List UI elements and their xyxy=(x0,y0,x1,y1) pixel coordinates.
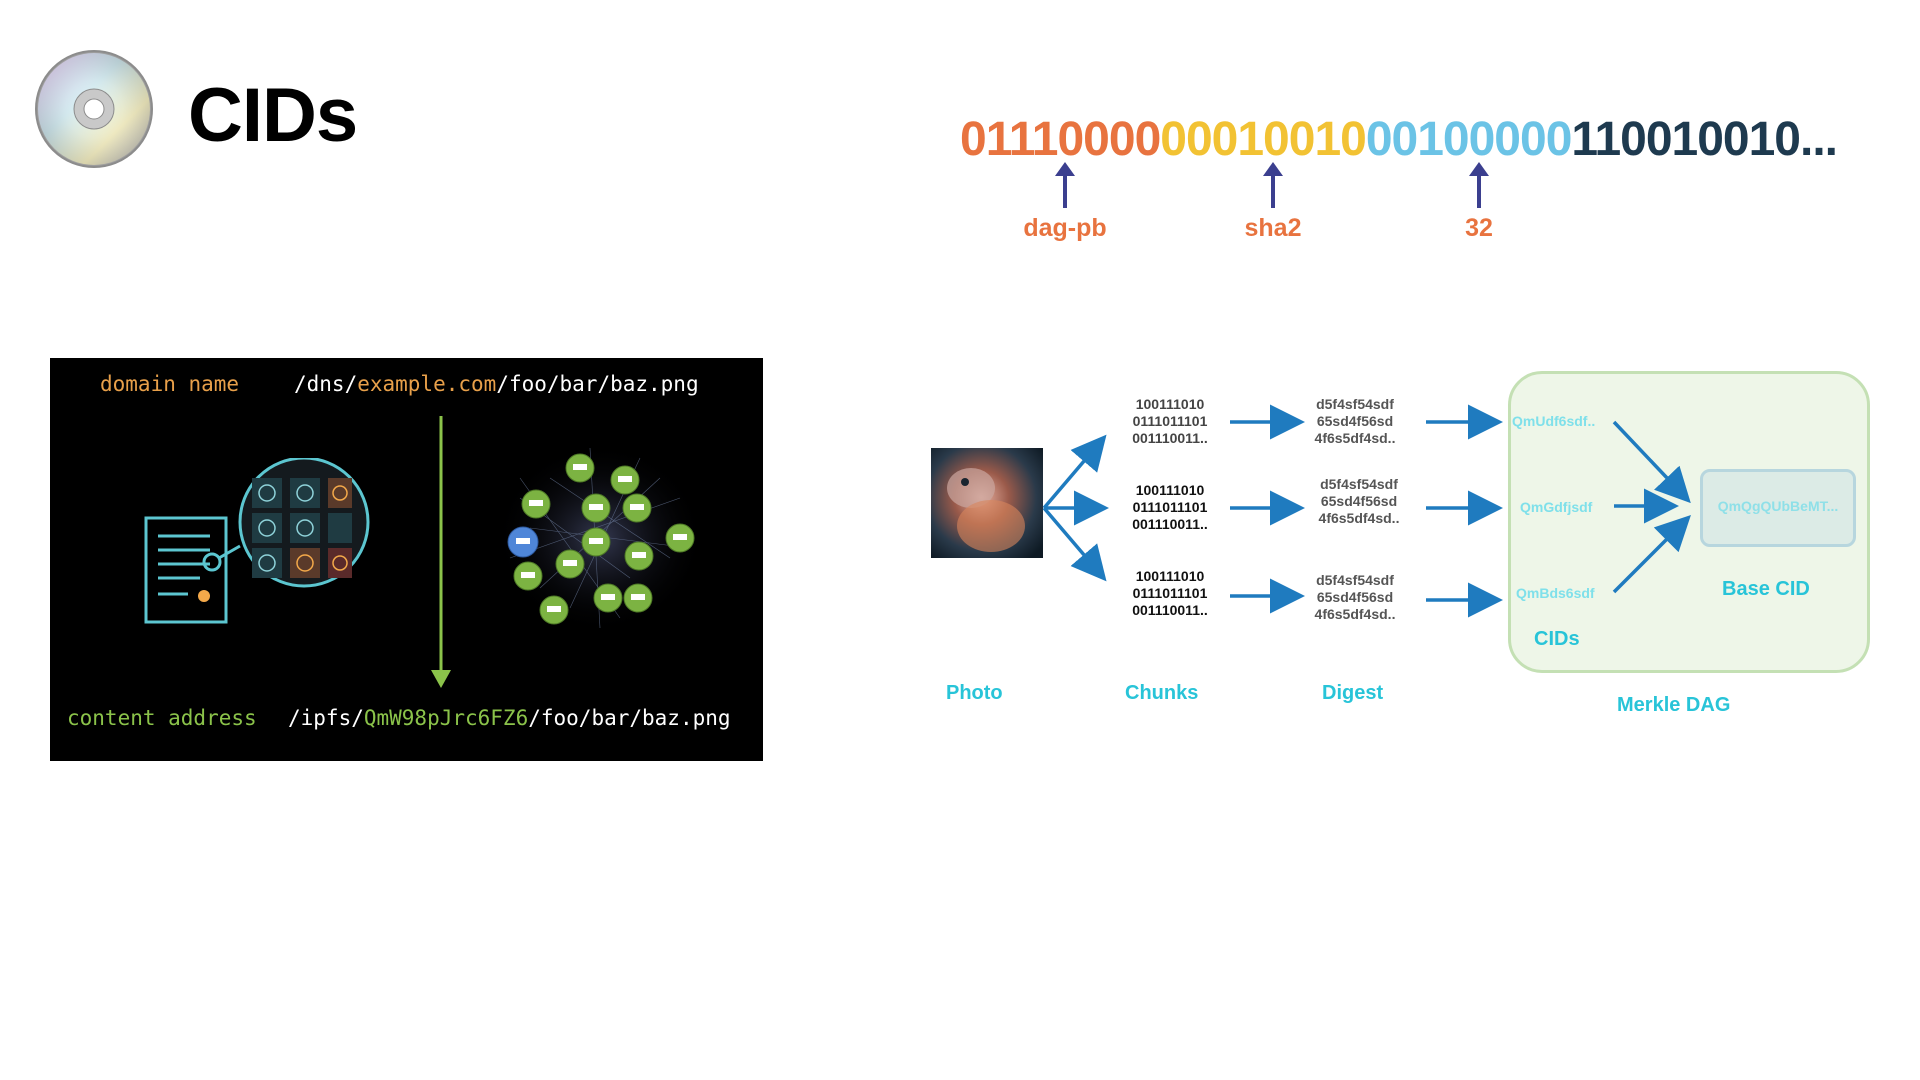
cids-label: CIDs xyxy=(1534,628,1580,650)
bits-digest: 110010010... xyxy=(1571,113,1838,166)
digest-2: d5f4sf54sdf 65sd4f56sd 4f6s5df4sd.. xyxy=(1304,476,1414,527)
digest-2-line-2: 65sd4f56sd xyxy=(1320,493,1398,509)
bits-hash-fn: 00010010 xyxy=(1160,113,1367,166)
cid-3: QmBds6sdf xyxy=(1516,585,1595,601)
base-cid-label: Base CID xyxy=(1722,578,1810,600)
cid-binary: 011100000001001000100000110010010... xyxy=(960,112,1838,167)
bits-length: 00100000 xyxy=(1365,113,1573,166)
domain-name-label: domain name xyxy=(100,372,240,396)
label-sha2: sha2 xyxy=(1244,214,1302,242)
content-path: /ipfs/QmW98pJrc6FZ6/foo/bar/baz.png xyxy=(288,706,731,730)
merkle-arrows xyxy=(1042,404,1503,618)
arrow-photo-chunk-3 xyxy=(1042,506,1107,582)
domain-host: example.com xyxy=(357,372,497,396)
base-cid-box xyxy=(1700,469,1856,547)
domain-path: /dns/example.com/foo/bar/baz.png xyxy=(294,372,699,396)
chunk-2: 100111010 0111011101 001110011.. xyxy=(1110,482,1230,533)
arrow-cid3-base xyxy=(1612,515,1691,594)
digest-2-line-3: 4f6s5df4sd.. xyxy=(1318,510,1400,526)
cid-to-base-arrows xyxy=(1612,420,1691,594)
label-dag-pb: dag-pb xyxy=(1023,214,1107,242)
chunk-2-line-2: 0111011101 xyxy=(1132,499,1208,515)
content-hash: QmW98pJrc6FZ6 xyxy=(363,706,529,730)
digest-1-line-1: d5f4sf54sdf xyxy=(1316,396,1394,412)
chunk-2-line-3: 001110011.. xyxy=(1132,516,1208,532)
chunk-1: 100111010 0111011101 001110011.. xyxy=(1110,396,1230,447)
chunk-2-line-1: 100111010 xyxy=(1135,482,1205,498)
network-graph-icon xyxy=(495,443,705,633)
addressing-panel: domain name /dns/example.com/foo/bar/baz… xyxy=(50,358,763,761)
bits-codec: 01110000 xyxy=(960,113,1161,166)
bit-arrows xyxy=(1055,162,1489,208)
chunk-3-line-3: 001110011.. xyxy=(1132,602,1208,618)
caption-chunks: Chunks xyxy=(1125,682,1199,704)
arrowhead-32 xyxy=(1469,162,1489,176)
arrowhead-sha2 xyxy=(1263,162,1283,176)
arrowhead-dag-pb xyxy=(1055,162,1075,176)
caption-photo: Photo xyxy=(946,682,1003,704)
cid-1: QmUdf6sdf.. xyxy=(1512,413,1596,429)
base-cid-value: QmQgQUbBeMT... xyxy=(1717,498,1839,514)
arrow-cid1-base xyxy=(1612,420,1691,504)
digest-3-line-1: d5f4sf54sdf xyxy=(1316,572,1394,588)
content-address-label: content address xyxy=(67,706,257,730)
digest-3: d5f4sf54sdf 65sd4f56sd 4f6s5df4sd.. xyxy=(1300,572,1410,623)
label-32: 32 xyxy=(1465,214,1493,242)
caption-digest: Digest xyxy=(1322,682,1384,704)
digest-3-line-2: 65sd4f56sd xyxy=(1316,589,1394,605)
optical-disc-icon xyxy=(35,50,153,168)
caption-merkle-dag: Merkle DAG xyxy=(1617,694,1731,716)
page-title: CIDs xyxy=(188,73,358,158)
arrow-photo-chunk-1 xyxy=(1042,434,1107,510)
content-path-suffix: /foo/bar/baz.png xyxy=(528,706,731,730)
chunk-3-line-2: 0111011101 xyxy=(1132,585,1208,601)
down-arrow xyxy=(431,416,451,688)
chunk-1-line-1: 100111010 xyxy=(1135,396,1205,412)
digest-3-line-3: 4f6s5df4sd.. xyxy=(1314,606,1396,622)
chunk-1-line-2: 0111011101 xyxy=(1132,413,1208,429)
cid-2: QmGdfjsdf xyxy=(1520,499,1593,515)
digest-1-line-2: 65sd4f56sd xyxy=(1316,413,1394,429)
domain-path-suffix: /foo/bar/baz.png xyxy=(496,372,699,396)
chunk-1-line-3: 001110011.. xyxy=(1132,430,1208,446)
chunk-3: 100111010 0111011101 001110011.. xyxy=(1110,568,1230,619)
document-fingerprint-icon xyxy=(144,458,370,624)
digest-1-line-3: 4f6s5df4sd.. xyxy=(1314,430,1396,446)
cat-photo xyxy=(931,448,1043,558)
digest-1: d5f4sf54sdf 65sd4f56sd 4f6s5df4sd.. xyxy=(1300,396,1410,447)
digest-2-line-1: d5f4sf54sdf xyxy=(1320,476,1398,492)
domain-path-prefix: /dns/ xyxy=(294,372,358,396)
content-path-prefix: /ipfs/ xyxy=(288,706,364,730)
chunk-3-line-1: 100111010 xyxy=(1135,568,1205,584)
